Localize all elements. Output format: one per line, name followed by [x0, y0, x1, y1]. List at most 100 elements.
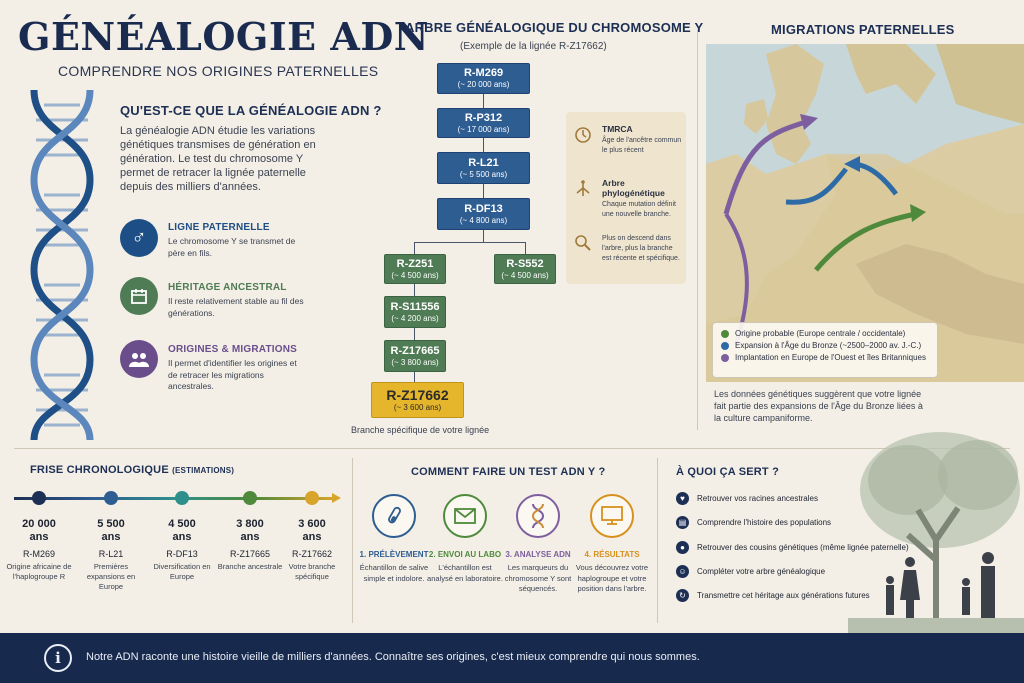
use-item: ↻ Transmettre cet héritage aux génération…: [676, 589, 870, 602]
tree-connector: [414, 328, 415, 340]
tree-connector: [483, 230, 484, 242]
tree-connector: [483, 138, 484, 152]
node-name: R-S552: [506, 257, 544, 270]
step-desc: Les marqueurs du chromosome Y sont séque…: [504, 563, 572, 593]
timeline-dot: [32, 491, 46, 505]
timeline-desc: Votre branche spécifique: [288, 562, 336, 581]
intro-heading: QU'EST-CE QUE LA GÉNÉALOGIE ADN ?: [120, 103, 382, 118]
node-name: R-L21: [468, 156, 499, 169]
uses-title: À QUOI ÇA SERT ?: [676, 466, 780, 478]
tree-connector: [483, 184, 484, 198]
tree-node-r-z17662[interactable]: R-Z17662 (~ 3 600 ans): [371, 382, 464, 418]
use-label: Retrouver des cousins génétiques (même l…: [697, 543, 909, 552]
tree-node-r-p312[interactable]: R-P312 (~ 17 000 ans): [437, 108, 530, 138]
timeline-arrow-icon: [332, 493, 341, 503]
node-name: R-P312: [464, 111, 503, 124]
timeline-name: R-L21: [98, 549, 124, 559]
node-name: R-Z251: [396, 257, 434, 270]
person-icon: ☺: [676, 565, 689, 578]
intro-text: La généalogie ADN étudie les variations …: [120, 125, 316, 193]
node-age: (~ 17 000 ans): [457, 124, 510, 134]
timeline-year: 20 000: [22, 518, 56, 530]
timeline-item: 4 500 ans R-DF13 Diversification en Euro…: [147, 518, 217, 582]
node-age: (~ 3 800 ans): [391, 357, 439, 367]
test-step-analysis: 3. ANALYSE ADN Les marqueurs du chromoso…: [500, 494, 576, 595]
tree-node-r-s11556[interactable]: R-S11556 (~ 4 200 ans): [384, 296, 446, 328]
tree-node-r-z251[interactable]: R-Z251 (~ 4 500 ans): [384, 254, 446, 284]
heart-icon: ♥: [676, 492, 689, 505]
node-age: (~ 20 000 ans): [457, 80, 510, 89]
tree-info-box: TMRCA Âge de l'ancêtre commun le plus ré…: [566, 112, 686, 284]
tree-connector: [483, 94, 484, 108]
tree-connector: [414, 372, 415, 382]
legend-label: Expansion à l'Âge du Bronze (~2500–2000 …: [735, 341, 922, 350]
node-name: R-DF13: [464, 202, 503, 215]
magnifier-icon: [572, 232, 594, 254]
legend-dot: [721, 329, 729, 338]
info-title: Arbre phylogénétique: [602, 178, 665, 198]
timeline-dot: [175, 491, 189, 505]
family-tree-illustration: [848, 432, 1024, 633]
step-title: 1. PRÉLÈVEMENT: [359, 550, 429, 559]
node-age: (~ 4 200 ans): [391, 313, 439, 323]
legend-label: Implantation en Europe de l'Ouest et île…: [735, 353, 926, 362]
test-step-results: 4. RÉSULTATS Vous découvrez votre haplog…: [574, 494, 650, 595]
step-title: 4. RÉSULTATS: [584, 550, 640, 559]
use-item: ● Retrouver des cousins génétiques (même …: [676, 541, 909, 554]
test-tube-icon: [372, 494, 416, 538]
divider: [697, 30, 698, 430]
tree-caption: Branche spécifique de votre lignée: [351, 425, 490, 435]
timeline-dot: [305, 491, 319, 505]
tree-node-r-m269[interactable]: R-M269 (~ 20 000 ans): [437, 63, 530, 94]
book-icon: ▤: [676, 516, 689, 529]
use-item: ☺ Compléter votre arbre généalogique: [676, 565, 825, 578]
node-age: (~ 5 500 ans): [459, 169, 508, 179]
tree-connector: [414, 242, 526, 243]
test-step-sampling: 1. PRÉLÈVEMENT Échantillon de salive sim…: [356, 494, 432, 584]
group-icon: ●: [676, 541, 689, 554]
tree-connector: [525, 242, 526, 254]
timeline-item: 20 000 ans R-M269 Origine africaine de l…: [4, 518, 74, 582]
info-title: TMRCA: [602, 124, 633, 134]
feature-ancestral-heritage: HÉRITAGE ANCESTRAL Il reste relativement…: [120, 277, 320, 321]
node-age: (~ 4 800 ans): [459, 215, 508, 225]
footer-text: Notre ADN raconte une histoire vieille d…: [86, 651, 700, 663]
node-name: R-Z17665: [390, 344, 440, 357]
timeline-dot: [104, 491, 118, 505]
feature-title: LIGNE PATERNELLE: [168, 222, 270, 233]
feature-origins-migrations: ORIGINES & MIGRATIONS Il permet d'identi…: [120, 340, 320, 391]
timeline-item: 3 800 ans R-Z17665 Branche ancestrale: [215, 518, 285, 572]
divider: [14, 448, 1010, 449]
page-title: GÉNÉALOGIE ADN: [18, 14, 430, 59]
legend-item: Expansion à l'Âge du Bronze (~2500–2000 …: [721, 341, 929, 350]
timeline-desc: Diversification en Europe: [153, 562, 211, 581]
tree-node-r-z17665[interactable]: R-Z17665 (~ 3 800 ans): [384, 340, 446, 372]
timeline-year: 4 500: [168, 518, 196, 530]
map-title: MIGRATIONS PATERNELLES: [771, 22, 955, 37]
tree-node-r-s552[interactable]: R-S552 (~ 4 500 ans): [494, 254, 556, 284]
transmit-icon: ↻: [676, 589, 689, 602]
legend-dot: [721, 341, 729, 350]
timeline-item: 5 500 ans R-L21 Premières expansions en …: [76, 518, 146, 592]
tree-connector: [414, 242, 415, 254]
tree-node-r-l21[interactable]: R-L21 (~ 5 500 ans): [437, 152, 530, 184]
timeline-unit: ans: [240, 531, 260, 543]
use-item: ♥Retrouver vos racines ancestrales: [676, 492, 818, 505]
use-label: Compléter votre arbre généalogique: [697, 567, 826, 576]
feature-paternal-line: ♂ LIGNE PATERNELLE Le chromosome Y se tr…: [120, 219, 320, 259]
step-desc: Vous découvrez votre haplogroupe et votr…: [575, 563, 649, 593]
timeline-name: R-M269: [22, 549, 55, 559]
node-age: (~ 4 500 ans): [391, 270, 439, 280]
node-name: R-Z17662: [386, 387, 449, 403]
tree-subtitle: (Exemple de la lignée R-Z17662): [460, 41, 607, 52]
timeline-desc: Premières expansions en Europe: [86, 562, 136, 591]
clock-icon: [572, 124, 594, 146]
legend-dot: [721, 353, 729, 362]
tree-node-r-df13[interactable]: R-DF13 (~ 4 800 ans): [437, 198, 530, 230]
timeline-year: 3 600: [298, 518, 326, 530]
feature-title: HÉRITAGE ANCESTRAL: [168, 282, 287, 293]
monitor-icon: [590, 494, 634, 538]
timeline-unit: ans: [302, 531, 322, 543]
legend-item: Implantation en Europe de l'Ouest et île…: [721, 353, 929, 362]
use-label: Transmettre cet héritage aux générations…: [697, 591, 870, 600]
